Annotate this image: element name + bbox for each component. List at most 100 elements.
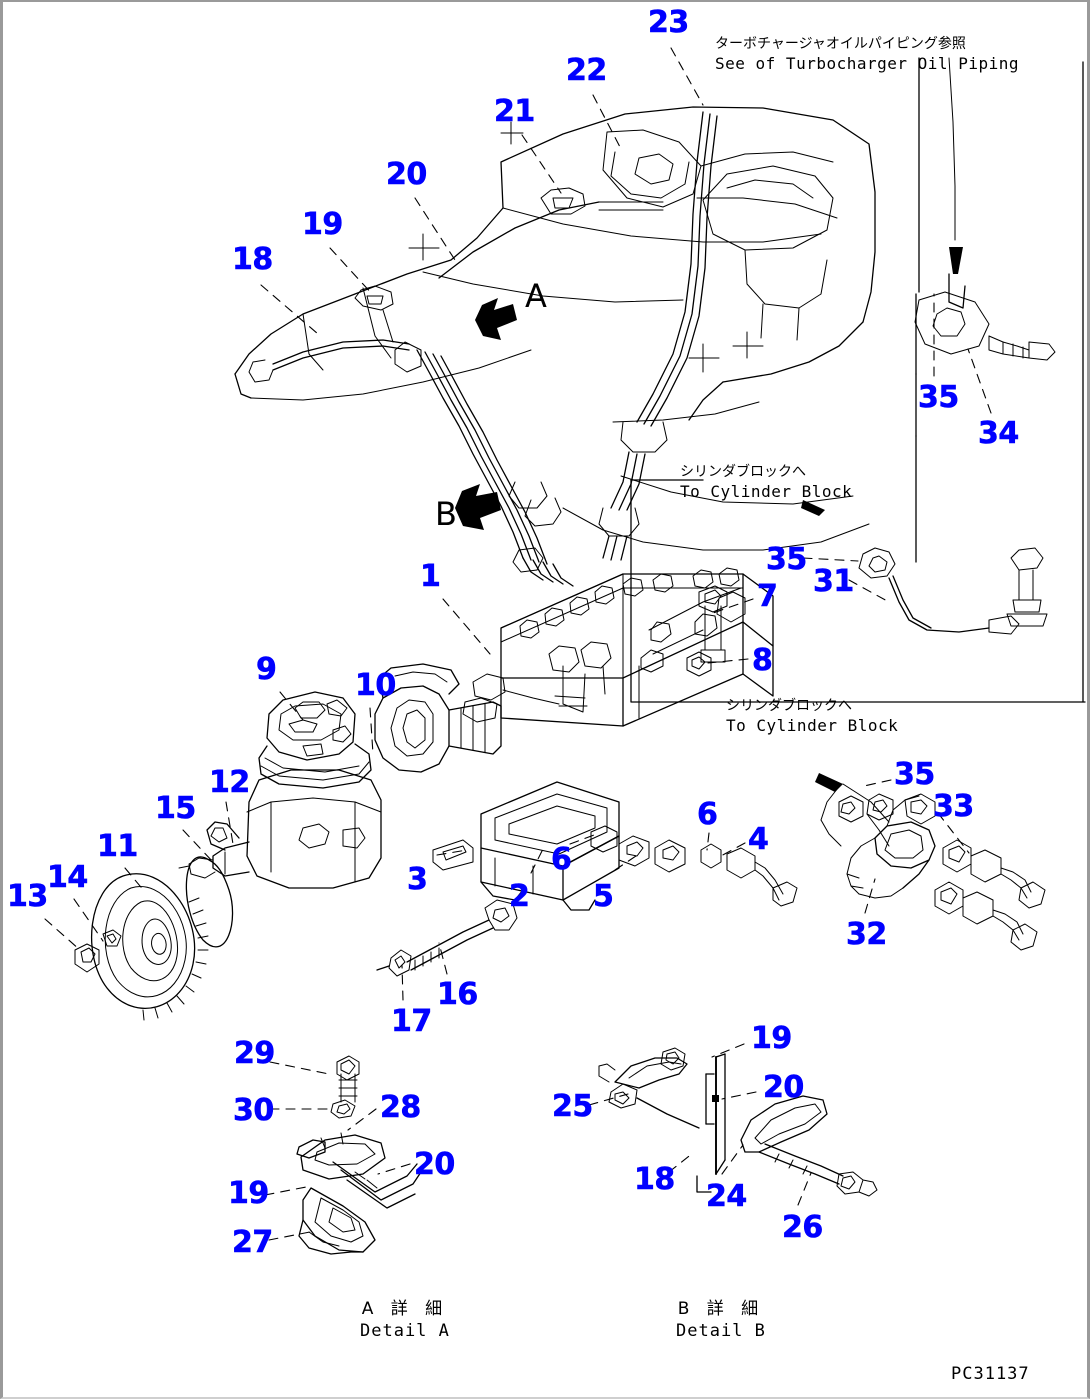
- callout-20: 20: [386, 157, 428, 192]
- callout-19: 19: [228, 1176, 270, 1211]
- callout-28: 28: [380, 1090, 422, 1125]
- to-cylinder-block-note-lower-en: To Cylinder Block: [726, 715, 899, 735]
- section-letter-a: A: [525, 277, 547, 315]
- callout-19: 19: [751, 1021, 793, 1056]
- leader-line-32: [864, 878, 876, 914]
- callout-35: 35: [766, 542, 808, 577]
- pump-mounting-bracket: [432, 781, 798, 911]
- callout-16: 16: [437, 977, 479, 1012]
- callout-26: 26: [782, 1210, 824, 1245]
- callout-33: 33: [933, 789, 975, 824]
- callout-2: 2: [509, 879, 530, 914]
- leader-line-21: [521, 134, 562, 194]
- leader-line-23: [670, 47, 704, 106]
- leader-line-18: [668, 1152, 694, 1173]
- turbocharger-oil-piping-note-jp: ターボチャージャオイルパイピング参照: [715, 36, 966, 52]
- engine-block-outline: [234, 106, 876, 551]
- cylinder-block-pipe-upper: [801, 500, 1048, 635]
- leader-line-26: [797, 1172, 812, 1206]
- leader-line-25: [588, 1093, 629, 1106]
- callout-18: 18: [634, 1162, 676, 1197]
- leader-line-31: [848, 579, 890, 603]
- leader-line-22: [592, 94, 621, 148]
- to-cylinder-block-note-lower-jp: シリンダブロックへ: [726, 698, 852, 714]
- leader-line-20: [377, 1163, 411, 1175]
- callout-9: 9: [256, 652, 277, 687]
- pump-stud-and-nut: [686, 585, 728, 677]
- technical-line-art: .ln{fill:none;stroke:#000;stroke-width:1…: [44, 47, 1086, 1255]
- callout-35: 35: [894, 757, 936, 792]
- callout-3: 3: [407, 862, 428, 897]
- callout-5: 5: [593, 879, 614, 914]
- air-compressor: [74, 691, 382, 1021]
- callout-11: 11: [97, 829, 139, 864]
- leader-line-12: [225, 801, 234, 845]
- to-cylinder-block-note-upper-jp: シリンダブロックへ: [680, 464, 806, 480]
- fuel-injection-lines: [248, 111, 718, 587]
- callout-17: 17: [391, 1004, 433, 1039]
- section-arrow-markers: [455, 298, 517, 530]
- leader-line-2: [530, 846, 545, 874]
- leader-line-10: [369, 707, 374, 755]
- callout-12: 12: [209, 765, 251, 800]
- callout-13: 13: [7, 879, 49, 914]
- leader-line-6: [706, 832, 710, 851]
- leader-line-6: [569, 834, 595, 845]
- callout-25: 25: [552, 1089, 594, 1124]
- leader-line-8: [707, 658, 749, 664]
- injection-pump-assembly: [462, 567, 774, 727]
- callout-6: 6: [551, 842, 572, 877]
- detail-a-caption-en: Detail A: [360, 1321, 450, 1342]
- leader-line-7: [712, 598, 754, 614]
- pump-drive-coupling: [374, 663, 502, 773]
- leader-line-11: [124, 867, 146, 893]
- leader-line-35: [863, 779, 892, 787]
- callout-7: 7: [757, 579, 778, 614]
- leader-line-28: [347, 1108, 377, 1131]
- callout-27: 27: [232, 1225, 274, 1260]
- leader-line-35: [802, 557, 859, 562]
- callout-24: 24: [706, 1179, 748, 1214]
- leader-line-19: [711, 1043, 745, 1058]
- callout-1: 1: [420, 559, 441, 594]
- sheet-code: PC31137: [951, 1364, 1030, 1384]
- callout-35: 35: [918, 380, 960, 415]
- block-boundary-lines: [630, 57, 1086, 703]
- callout-22: 22: [566, 53, 608, 88]
- leader-line-17: [401, 964, 404, 1001]
- leader-line-5: [614, 853, 640, 871]
- callout-32: 32: [846, 917, 888, 952]
- callout-20: 20: [414, 1147, 456, 1182]
- leader-line-20: [721, 1091, 757, 1100]
- leader-line-13: [44, 918, 81, 951]
- detail-b-art: [598, 1047, 878, 1197]
- callout-21: 21: [494, 94, 536, 129]
- callout-19: 19: [302, 207, 344, 242]
- leader-line-15: [182, 829, 214, 863]
- callout-34: 34: [978, 416, 1020, 451]
- callout-20: 20: [763, 1070, 805, 1105]
- callout-23: 23: [648, 5, 690, 40]
- leader-line-33: [937, 812, 970, 854]
- leader-line-16: [438, 942, 448, 975]
- leader-line-1: [442, 598, 491, 655]
- callout-29: 29: [234, 1036, 276, 1071]
- callout-14: 14: [47, 860, 89, 895]
- leader-line-14: [73, 898, 104, 942]
- turbocharger-oil-piping-note-en: See of Turbocharger Oil Piping: [715, 53, 1019, 73]
- leader-line-20: [414, 197, 456, 261]
- leader-line-27: [268, 1230, 316, 1241]
- long-mounting-bolt: [376, 899, 518, 977]
- leader-line-4: [718, 842, 746, 858]
- leader-line-34: [967, 348, 992, 414]
- detail-a-art: [296, 1055, 422, 1255]
- detail-a-caption-jp: A 詳 細: [361, 1299, 449, 1319]
- callout-15: 15: [155, 791, 197, 826]
- callout-30: 30: [233, 1093, 275, 1128]
